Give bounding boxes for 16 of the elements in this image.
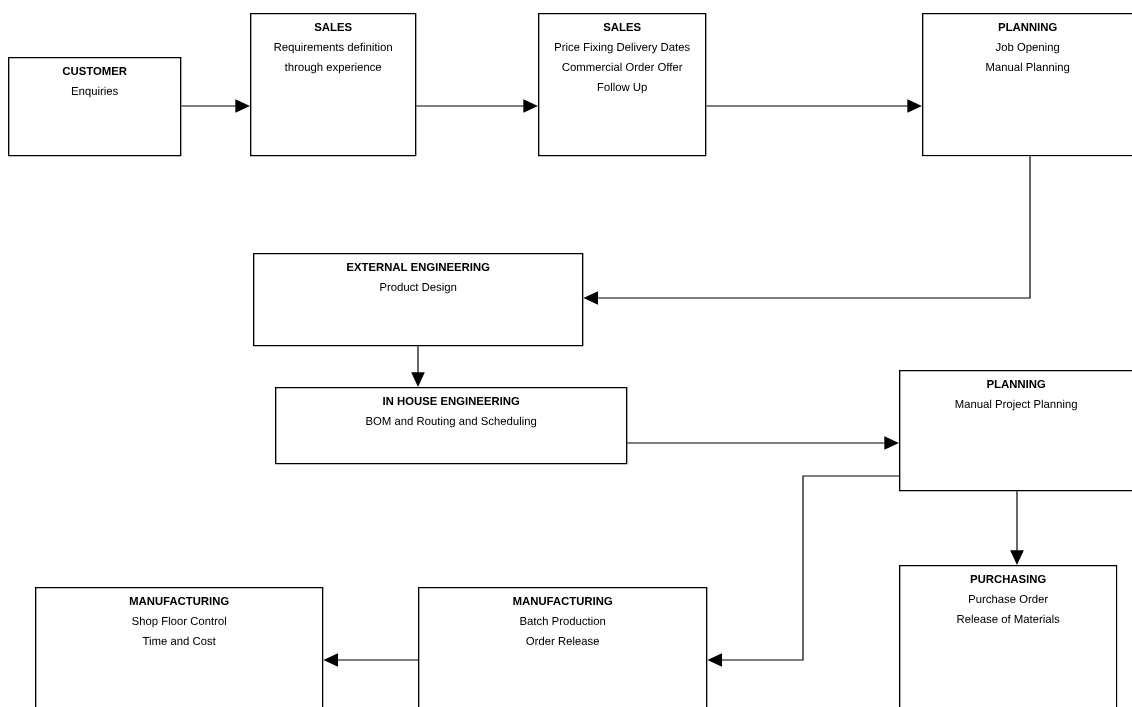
process-box: IN HOUSE ENGINEERING BOM and Routing and Scheduling: [275, 387, 628, 465]
arrow: [626, 436, 899, 450]
arrow: [705, 99, 922, 113]
process-box: PLANNING Manual Project Planning: [899, 370, 1132, 492]
process-box: EXTERNAL ENGINEERING Product Design: [253, 253, 584, 347]
process-box: SALES Requirements definition through experience: [250, 13, 417, 157]
arrow: [415, 99, 538, 113]
arrow: [180, 99, 250, 113]
process-box: CUSTOMER Enquiries: [8, 57, 182, 157]
process-box: SALES Price Fixing Delivery Dates Commercial Order Offer Follow Up: [538, 13, 707, 157]
arrow: [1010, 490, 1024, 565]
process-box: PLANNING Job Opening Manual Planning: [922, 13, 1132, 157]
process-box: MANUFACTURING Shop Floor Control Time and Cost: [35, 587, 324, 707]
process-box: PURCHASING Purchase Order Release of Materials: [899, 565, 1118, 707]
process-box: MANUFACTURING Batch Production Order Release: [418, 587, 708, 707]
arrow: [411, 345, 425, 387]
